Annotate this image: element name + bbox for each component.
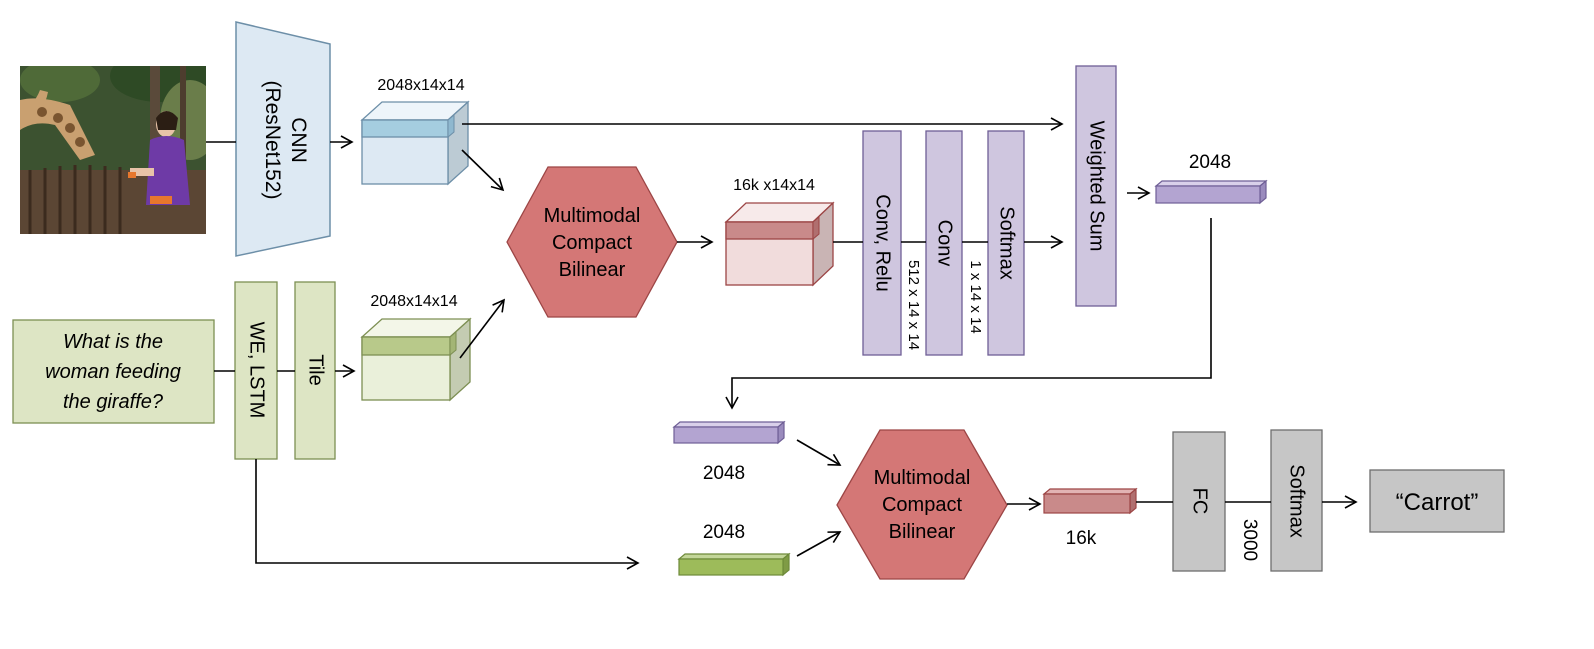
- photo-woman-feeding-giraffe-icon: [20, 66, 206, 234]
- word-embedding-lstm-block: WE, LSTM: [234, 281, 278, 460]
- attended-feature-vector: [1154, 179, 1268, 205]
- text-vector-dims-label: 2048: [703, 522, 745, 543]
- tile-label: Tile: [305, 354, 327, 385]
- visual-vector-bar: [672, 420, 786, 445]
- mcb-2-line-2: Compact: [882, 494, 962, 516]
- arrow-image-features-to-mcb-1: [461, 149, 505, 192]
- cnn-model-label: (ResNet152): [261, 80, 284, 199]
- arrow-attended-vector-to-second-stage: [725, 218, 1212, 410]
- softmax-output-label: Softmax: [1286, 464, 1308, 537]
- cnn-label: CNN: [287, 117, 310, 163]
- arrow-text-features-to-mcb-1: [459, 298, 506, 359]
- connectors: [206, 117, 1358, 570]
- text-feature-dims-label: 2048x14x14: [370, 293, 457, 310]
- conv-relu-output-dims-label: 512 x 14 x 14: [905, 260, 922, 350]
- arrow-visual-vector-to-mcb-2: [796, 439, 842, 466]
- fc-output-dims-label: 3000: [1239, 519, 1260, 561]
- weighted-sum-label: Weighted Sum: [1086, 121, 1108, 252]
- image-feature-dims-label: 2048x14x14: [377, 77, 464, 94]
- image-feature-cube: [360, 100, 470, 186]
- softmax-attention-layer: Softmax: [987, 130, 1025, 356]
- lstm-label: WE, LSTM: [246, 322, 268, 419]
- fused-feature-vector: [1042, 487, 1138, 515]
- arrow-lstm-to-text-vector: [255, 459, 640, 570]
- attended-vector-dims-label: 2048: [1189, 152, 1231, 173]
- question-box: What is the woman feeding the giraffe?: [12, 319, 215, 424]
- question-line-3: the giraffe?: [63, 391, 164, 413]
- conv-relu-layer: Conv, Relu: [862, 130, 902, 356]
- softmax-output-layer: Softmax: [1270, 429, 1323, 572]
- weighted-sum-layer: Weighted Sum: [1075, 65, 1117, 307]
- mcb-1-line-2: Compact: [552, 232, 632, 254]
- softmax-attention-label: Softmax: [996, 206, 1018, 279]
- answer-label: “Carrot”: [1396, 489, 1479, 516]
- conv-output-dims-label: 1 x 14 x 14: [967, 260, 984, 333]
- mcb-2-line-3: Bilinear: [889, 521, 956, 543]
- mcb-1-line-3: Bilinear: [559, 259, 626, 281]
- conv-label: Conv: [934, 220, 956, 267]
- fc-label: FC: [1189, 488, 1211, 515]
- mcb-1-line-1: Multimodal: [544, 205, 641, 227]
- mcb-fusion-hexagon: Multimodal Compact Bilinear: [836, 429, 1008, 580]
- mcb-2-line-1: Multimodal: [874, 467, 971, 489]
- mcb-feature-dims-label: 16k x14x14: [733, 177, 815, 194]
- mcb-feature-cube: [724, 201, 835, 287]
- question-line-2: woman feeding: [45, 361, 181, 383]
- arrow-text-vector-to-mcb-2: [796, 531, 842, 557]
- fused-vector-dims-label: 16k: [1066, 528, 1097, 549]
- conv-layer: Conv: [925, 130, 963, 356]
- fc-layer: FC: [1172, 431, 1226, 572]
- answer-box: “Carrot”: [1369, 469, 1505, 533]
- text-vector-bar: [677, 552, 791, 577]
- tile-block: Tile: [294, 281, 336, 460]
- conv-relu-label: Conv, Relu: [872, 194, 894, 291]
- visual-vector-dims-label: 2048: [703, 463, 745, 484]
- cnn-resnet152-block: CNN (ResNet152): [235, 21, 331, 257]
- text-feature-cube: [360, 317, 472, 402]
- question-line-1: What is the: [63, 331, 163, 353]
- mcb-attention-hexagon: Multimodal Compact Bilinear: [506, 166, 678, 318]
